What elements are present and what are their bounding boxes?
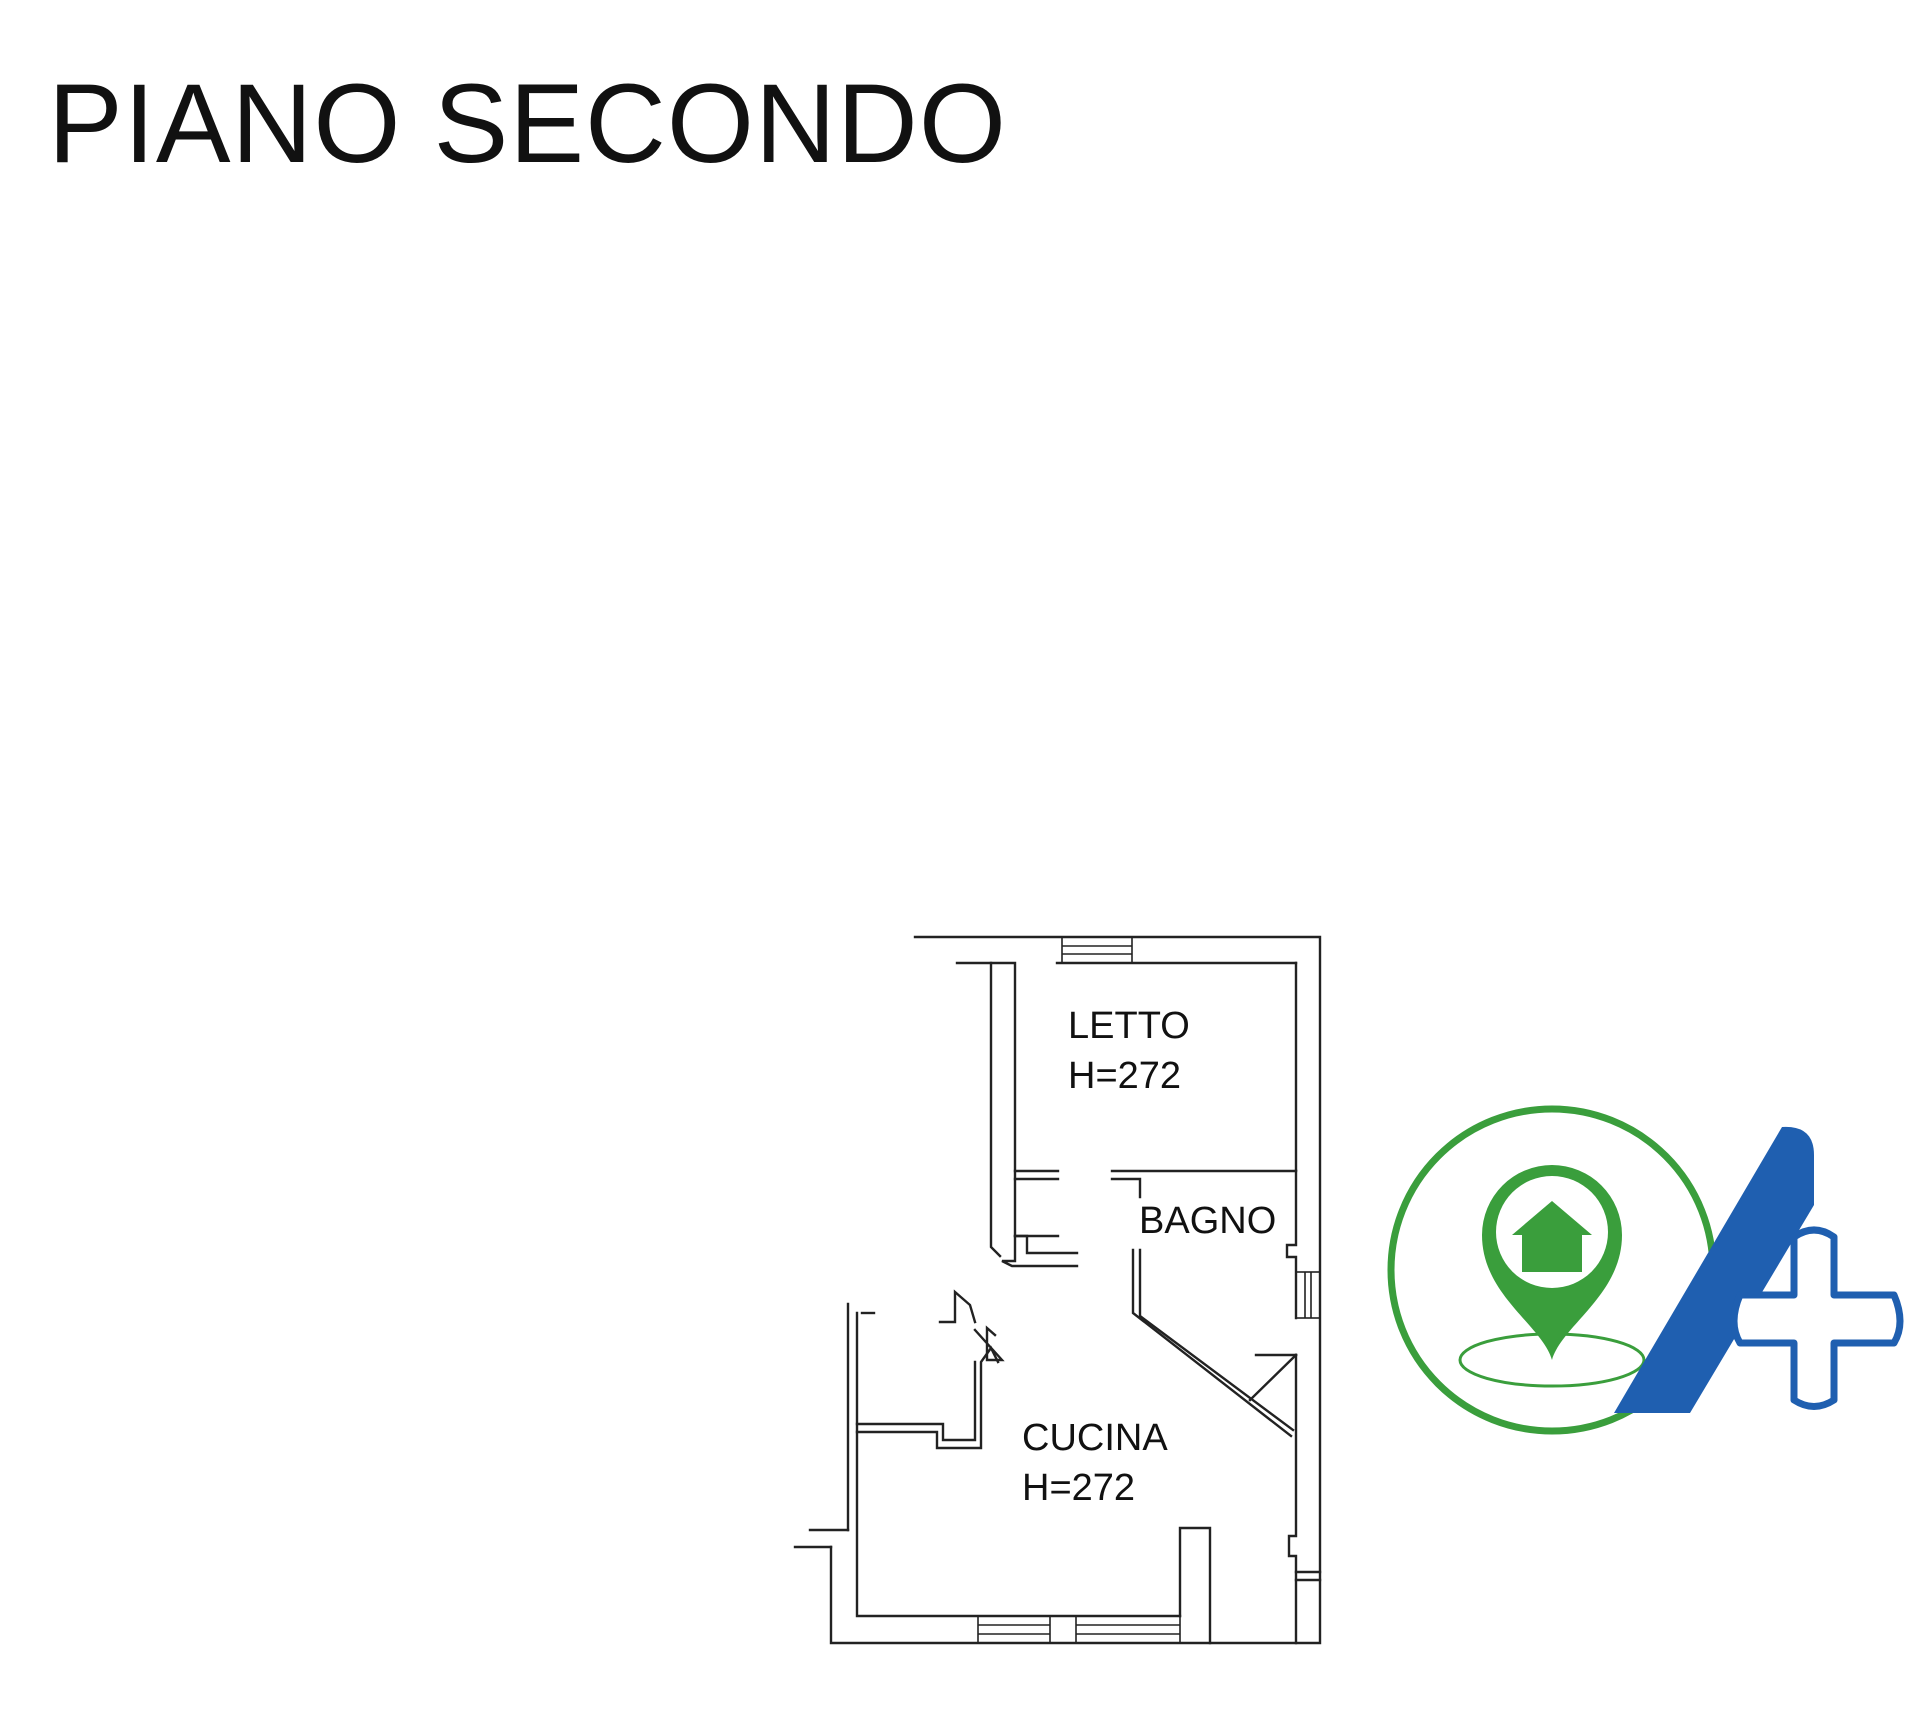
plus-icon <box>1730 1226 1904 1410</box>
window-bottom <box>977 1615 1181 1644</box>
partition-walls <box>1110 1169 1298 1645</box>
pillar <box>1178 1526 1212 1645</box>
page-title: PIANO SECONDO <box>48 61 1007 186</box>
room-height-letto: H=272 <box>1068 1055 1181 1097</box>
window-right <box>1294 1271 1322 1582</box>
room-name-cucina: CUCINA <box>1022 1417 1168 1459</box>
letter-a-icon <box>1614 1126 1814 1413</box>
window-top <box>1061 936 1133 964</box>
house-icon <box>1512 1201 1592 1272</box>
room-name-letto: LETTO <box>1068 1005 1190 1047</box>
cucina-left-walls <box>793 1289 1182 1618</box>
room-name-bagno: BAGNO <box>1139 1200 1276 1242</box>
house-location-pin-plus-logo <box>1387 1105 1904 1435</box>
room-height-cucina: H=272 <box>1022 1467 1135 1509</box>
